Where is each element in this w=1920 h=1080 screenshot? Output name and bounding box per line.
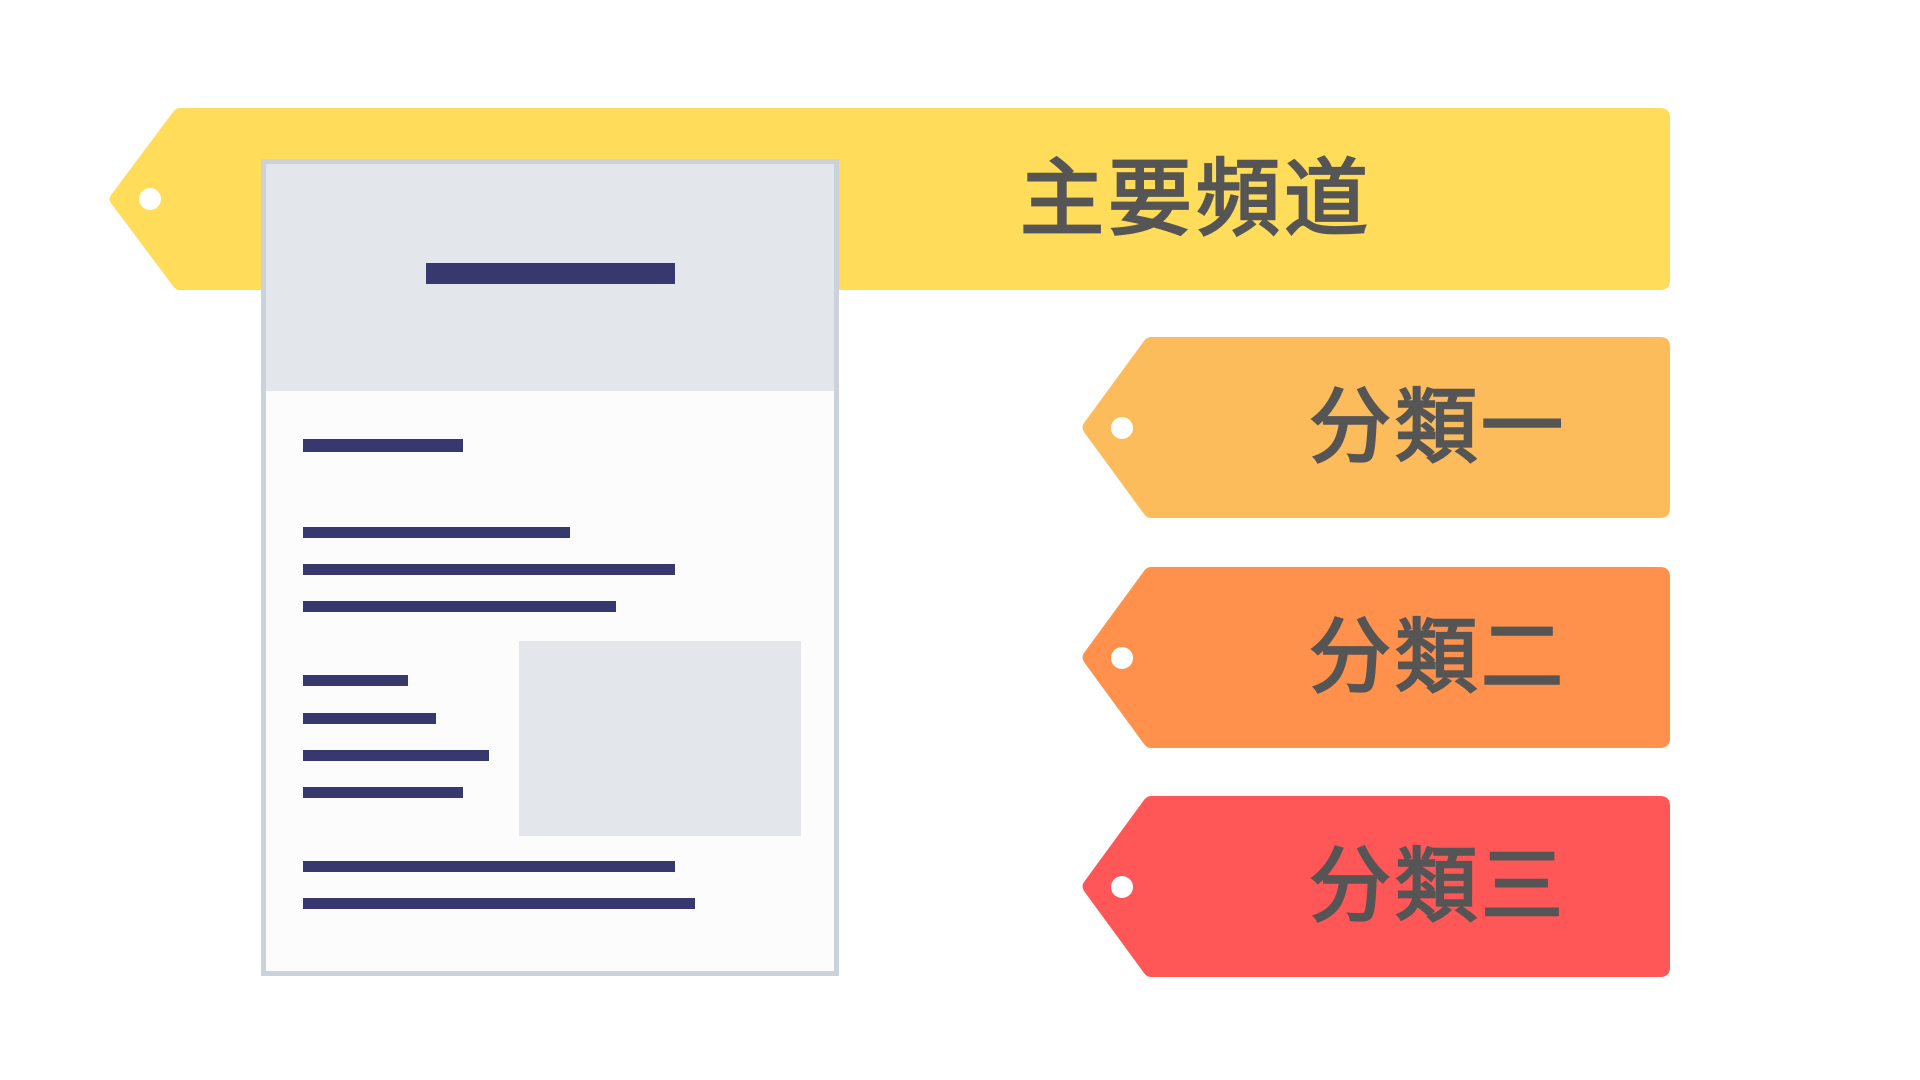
tag-hole-icon xyxy=(139,188,161,210)
category-label: 分類一 xyxy=(1309,380,1568,475)
category-label: 分類二 xyxy=(1309,610,1568,705)
tag-shape xyxy=(1082,796,1670,977)
tag-hole-icon xyxy=(1111,417,1133,439)
document-text-line xyxy=(303,787,463,798)
document-text-line xyxy=(303,750,489,761)
tag-hole-icon xyxy=(1111,876,1133,898)
document-text-line xyxy=(303,601,616,612)
tag-shape xyxy=(1082,567,1670,748)
tag-hole-icon xyxy=(1111,647,1133,669)
tag-shape xyxy=(1082,337,1670,518)
document-subtitle-bar xyxy=(303,439,463,452)
document-text-line xyxy=(303,861,675,872)
document-text-line xyxy=(303,564,675,575)
document-text-line xyxy=(303,713,436,724)
category-label: 分類三 xyxy=(1309,839,1568,934)
category-tag-1: 分類一 xyxy=(1081,337,1670,518)
document-title-bar xyxy=(426,263,675,284)
category-tag-3: 分類三 xyxy=(1081,796,1670,977)
main-channel-label: 主要頻道 xyxy=(1020,150,1373,248)
document-image-placeholder xyxy=(519,641,801,836)
document-text-line xyxy=(303,527,570,538)
document-text-line xyxy=(303,898,695,909)
category-tag-2: 分類二 xyxy=(1081,567,1670,748)
document-page-icon xyxy=(261,159,839,976)
document-text-line xyxy=(303,675,408,686)
